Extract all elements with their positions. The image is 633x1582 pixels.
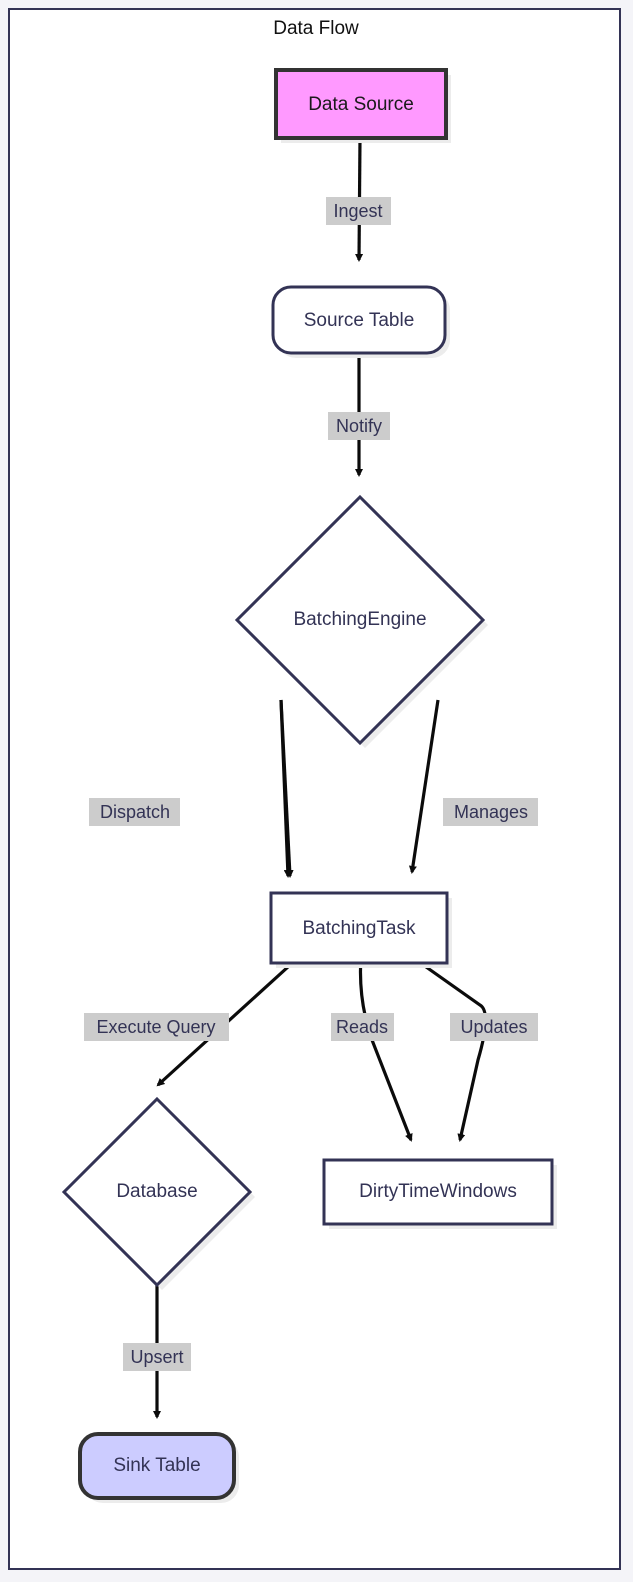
- edge-label-reads: Reads: [331, 1013, 394, 1041]
- batching-engine-label: BatchingEngine: [293, 609, 426, 630]
- edge-label-execute-query: Execute Query: [84, 1013, 229, 1041]
- edge-label-upsert-bg: [123, 1343, 191, 1371]
- edges-layer-corrections: [279, 699, 294, 878]
- edge-label-manages-bg: [443, 798, 538, 826]
- edge-labels-layer: Ingest Notify Dispatch Manages Execute Q…: [84, 197, 538, 1371]
- edge-label-dispatch-bg: [89, 798, 180, 826]
- edge-dispatch-path-main: [279, 699, 294, 878]
- node-dirty-time-windows[interactable]: DirtyTimeWindows: [322, 1158, 557, 1229]
- edge-label-upsert: Upsert: [123, 1343, 191, 1371]
- edge-label-dispatch: Dispatch: [89, 798, 180, 826]
- edge-label-upsert-text: Upsert: [130, 1347, 183, 1367]
- database-label: Database: [116, 1181, 197, 1202]
- edge-updates-path: [411, 955, 488, 1142]
- edge-label-ingest: Ingest: [326, 197, 391, 225]
- data-source-box[interactable]: [274, 68, 448, 140]
- source-table-box[interactable]: [271, 285, 447, 355]
- edge-label-execute-query-bg: [84, 1013, 229, 1041]
- edge-label-updates: Updates: [450, 1013, 538, 1041]
- edge-label-updates-bg: [450, 1013, 538, 1041]
- edge-label-ingest-bg: [326, 197, 391, 225]
- edge-label-ingest-text: Ingest: [333, 201, 382, 221]
- edge-label-updates-text: Updates: [460, 1017, 527, 1037]
- source-table-label: Source Table: [304, 310, 415, 331]
- data-source-label: Data Source: [308, 94, 414, 115]
- batching-task-label: BatchingTask: [302, 918, 416, 939]
- edge-reads-path: [358, 956, 413, 1142]
- database-diamond[interactable]: [61, 1096, 253, 1288]
- edge-label-reads-bg: [331, 1013, 394, 1041]
- node-data-source[interactable]: Data Source: [274, 68, 451, 143]
- edge-label-notify-bg: [328, 412, 390, 440]
- dirty-time-windows-label: DirtyTimeWindows: [359, 1181, 517, 1202]
- edge-label-notify: Notify: [328, 412, 390, 440]
- batching-task-box[interactable]: [269, 891, 449, 965]
- node-database[interactable]: Database: [61, 1096, 255, 1290]
- sink-table-label: Sink Table: [113, 1455, 200, 1476]
- node-sink-table[interactable]: Sink Table: [78, 1432, 239, 1503]
- edge-manages-path: [408, 699, 440, 874]
- sink-table-box[interactable]: [78, 1432, 236, 1500]
- diagram-title: Data Flow: [273, 18, 359, 39]
- diagram-frame: [8, 8, 621, 1570]
- batching-engine-diamond[interactable]: [234, 494, 486, 746]
- node-batching-task[interactable]: BatchingTask: [269, 891, 452, 968]
- edge-label-dispatch-text: Dispatch: [100, 802, 170, 822]
- node-source-table[interactable]: Source Table: [271, 285, 450, 358]
- edge-label-execute-query-text: Execute Query: [96, 1017, 215, 1037]
- edge-label-reads-text: Reads: [336, 1017, 388, 1037]
- node-batching-engine[interactable]: BatchingEngine: [234, 494, 488, 748]
- dirty-time-windows-box[interactable]: [322, 1158, 554, 1226]
- edge-label-notify-text: Notify: [336, 416, 382, 436]
- edge-label-manages: Manages: [443, 798, 538, 826]
- edge-label-manages-text: Manages: [454, 802, 528, 822]
